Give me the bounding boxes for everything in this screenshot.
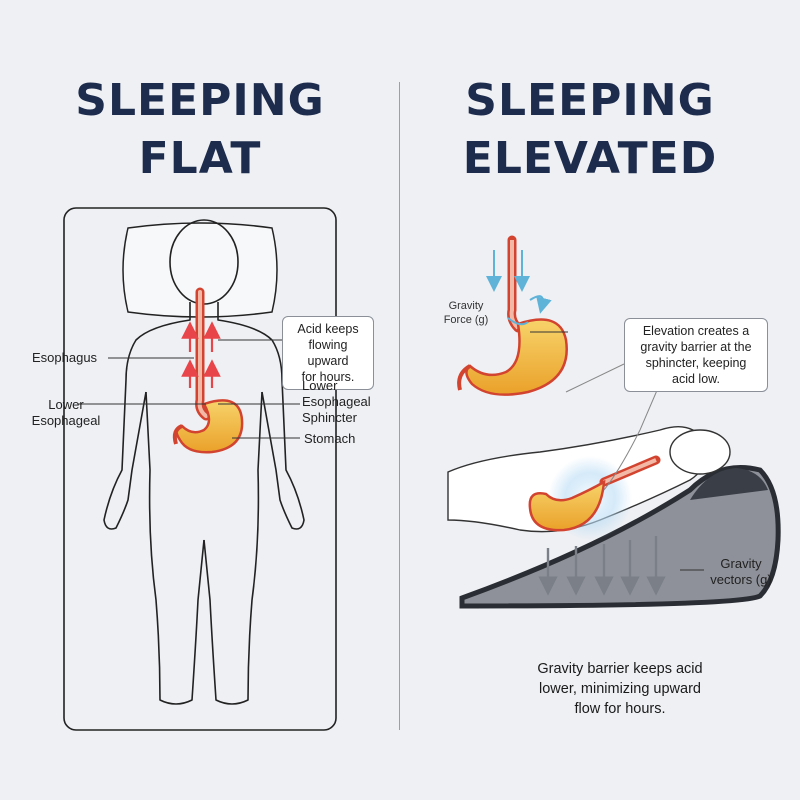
label-stomach: Stomach	[304, 431, 356, 446]
title-left-line2: FLAT	[138, 133, 262, 184]
wedge-pillow	[459, 465, 781, 609]
stomach-right-top	[465, 318, 568, 396]
stomach-right	[528, 479, 606, 532]
callout-gravity-barrier: Elevation creates a gravity barrier at t…	[624, 318, 768, 392]
label-esophagus: Esophagus	[32, 350, 98, 365]
stomach-left	[175, 399, 244, 454]
callout-acid-flowing: Acid keeps flowing upward for hours.	[282, 316, 374, 390]
title-right-line1: SLEEPING	[465, 75, 715, 126]
label-gravity-vectors: Gravity vectors (g)	[710, 556, 772, 587]
acid-upward-arrows	[181, 321, 221, 388]
bed-outline	[63, 207, 337, 731]
title-sleeping-elevated: SLEEPING ELEVATED	[420, 72, 760, 188]
label-lower-esophageal: Lower Esophageal	[31, 397, 101, 428]
title-left-line1: SLEEPING	[75, 75, 325, 126]
center-divider	[399, 82, 400, 730]
label-gravity-force: Gravity Force (g)	[443, 300, 489, 326]
gravity-vector-arrows	[538, 536, 666, 596]
title-right-line2: ELEVATED	[462, 133, 718, 184]
caption-gravity-barrier: Gravity barrier keeps acid lower, minimi…	[537, 661, 703, 717]
gravity-down-arrows-top	[486, 250, 552, 326]
title-sleeping-flat: SLEEPING FLAT	[40, 72, 360, 188]
label-lower-esophageal-sphincter: Lower Esophageal Sphincter	[302, 378, 371, 425]
